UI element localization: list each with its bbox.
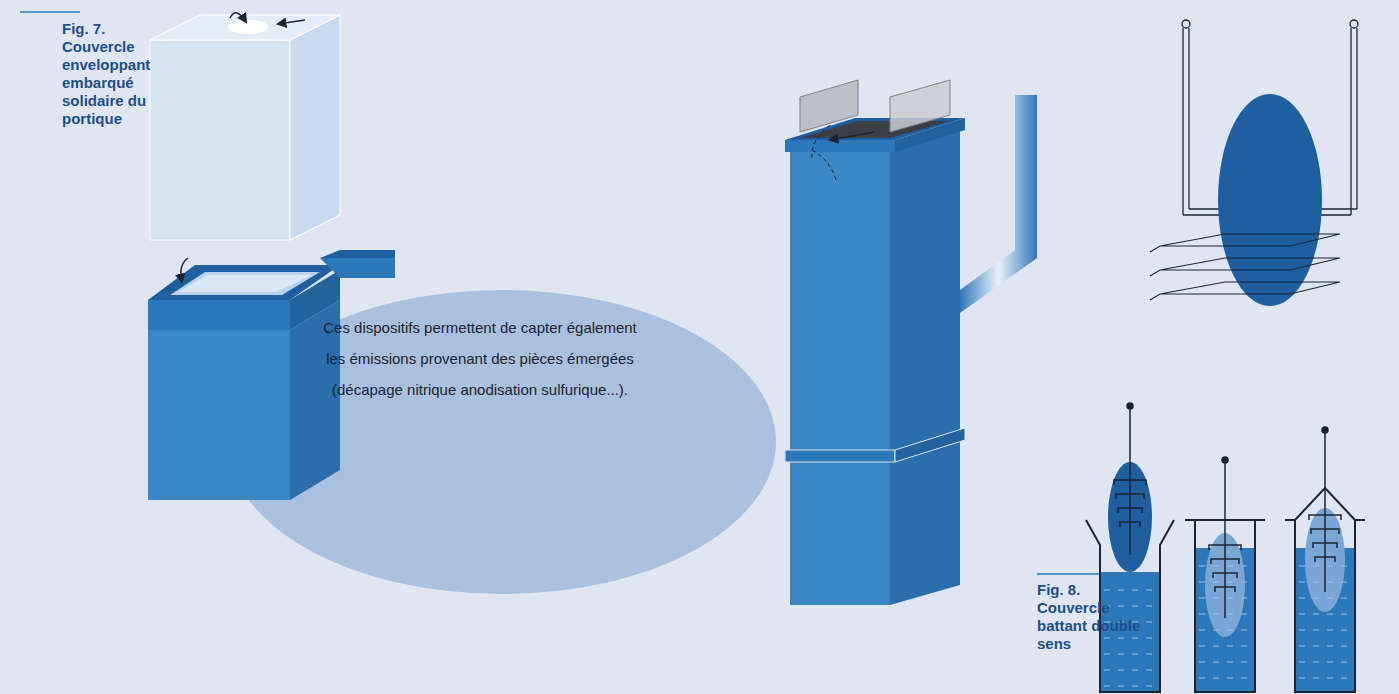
note-text: Ces dispositifs permettent de capter éga… bbox=[320, 312, 640, 405]
figure-caption: Couvercle battant double sens bbox=[1037, 599, 1147, 653]
figure-number: Fig. 7. bbox=[62, 20, 172, 38]
figure-number: Fig. 8. bbox=[1037, 581, 1147, 599]
figure-caption: Couvercle enveloppant embarqué solidaire… bbox=[62, 38, 172, 128]
